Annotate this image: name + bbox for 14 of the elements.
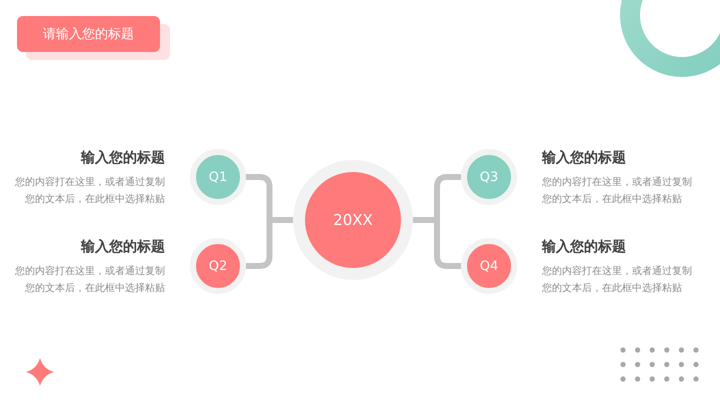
item-heading: 输入您的标题	[542, 238, 627, 256]
title-banner: 请输入您的标题	[17, 16, 160, 52]
circle-node: 20XX	[293, 160, 413, 280]
circle-node: Q2	[190, 238, 246, 294]
item-heading: 输入您的标题	[80, 149, 165, 167]
item-description: 您的内容打在这里，或者通过复制您的文本后，在此框中选择粘贴	[542, 176, 692, 207]
circle-node: Q3	[461, 149, 517, 205]
item-heading: 输入您的标题	[80, 238, 165, 256]
item-heading: 输入您的标题	[542, 149, 627, 167]
circle-node: Q1	[190, 149, 246, 205]
circle-node: Q4	[461, 238, 517, 294]
item-description: 您的内容打在这里，或者通过复制您的文本后，在此框中选择粘贴	[15, 264, 165, 296]
item-description: 您的内容打在这里，或者通过复制您的文本后，在此框中选择粘贴	[15, 176, 165, 207]
item-description: 您的内容打在这里，或者通过复制您的文本后，在此框中选择粘贴	[542, 264, 692, 296]
